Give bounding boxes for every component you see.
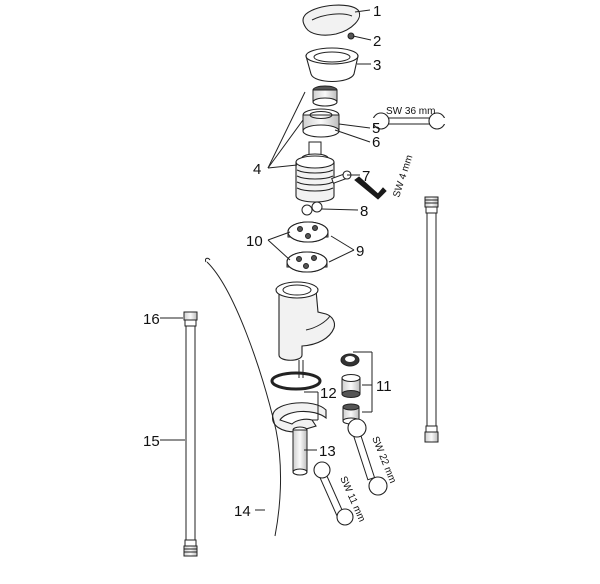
callout-13: 13 bbox=[319, 443, 336, 460]
lever-handle bbox=[302, 4, 360, 36]
callout-5: 5 bbox=[372, 120, 380, 137]
leader-lines bbox=[160, 9, 373, 511]
callout-15: 15 bbox=[143, 433, 160, 450]
horseshoe-washer bbox=[272, 402, 327, 433]
threaded-sleeve bbox=[292, 426, 308, 476]
callout-numbers: 1 2 3 5 6 4 7 8 10 9 16 11 12 15 13 14 bbox=[143, 3, 392, 520]
wrench-36mm bbox=[370, 112, 448, 130]
cartridge-nut bbox=[302, 108, 340, 138]
callout-9: 9 bbox=[356, 243, 364, 260]
cartridge bbox=[295, 141, 335, 203]
callout-6: 6 bbox=[372, 134, 380, 151]
callout-11: 11 bbox=[376, 378, 392, 395]
cartridge-screw bbox=[331, 170, 352, 184]
threaded-ring bbox=[312, 85, 338, 107]
tool-labels: SW 36 mm SW 4 mm SW 22 mm SW 11 mm bbox=[337, 106, 435, 524]
callout-14: 14 bbox=[234, 503, 251, 520]
threaded-stud bbox=[298, 360, 304, 378]
callout-7: 7 bbox=[362, 168, 370, 185]
aerator-set bbox=[340, 353, 361, 425]
callout-3: 3 bbox=[373, 57, 381, 74]
wrench-22mm bbox=[347, 418, 388, 496]
pull-rod bbox=[205, 257, 282, 537]
callout-2: 2 bbox=[373, 33, 381, 50]
callout-8: 8 bbox=[360, 203, 368, 220]
callout-16: 16 bbox=[143, 311, 160, 328]
hex-key-4mm bbox=[354, 176, 387, 200]
lower-disc bbox=[286, 251, 328, 273]
hose-left bbox=[183, 311, 198, 557]
base-gasket bbox=[270, 371, 322, 391]
callout-12: 12 bbox=[320, 385, 337, 402]
label-sw-4: SW 4 mm bbox=[391, 154, 415, 199]
o-rings bbox=[301, 201, 323, 216]
hose-right bbox=[424, 196, 439, 443]
callout-1: 1 bbox=[373, 3, 381, 20]
callout-4: 4 bbox=[253, 161, 261, 178]
label-sw-36: SW 36 mm bbox=[386, 106, 435, 117]
faucet-body bbox=[275, 281, 336, 361]
cap-ring bbox=[305, 47, 359, 83]
wrench-11mm bbox=[313, 461, 354, 526]
upper-disc bbox=[287, 221, 329, 243]
callout-10: 10 bbox=[246, 233, 263, 250]
